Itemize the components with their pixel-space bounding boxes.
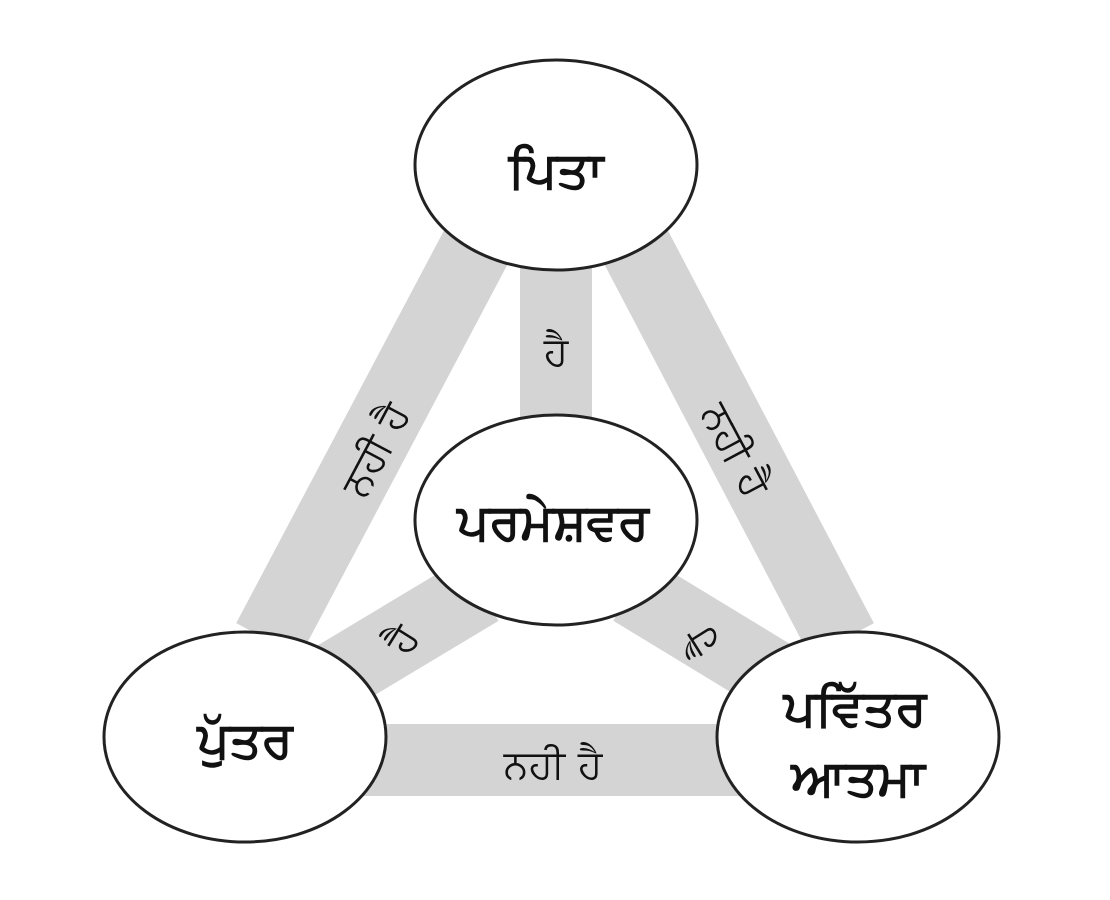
node-father [413, 58, 699, 272]
node-god [413, 413, 699, 627]
nodes [102, 58, 1001, 844]
node-spirit-label-line1: ਪਵਿੱਤਰ [782, 679, 929, 737]
band-god-son [311, 559, 499, 711]
node-father-label: ਪਿਤਾ [507, 141, 606, 199]
node-labels: ਪਿਤਾ ਪਰਮੇਸ਼ਵਰ ਪੁੱਤਰ ਪਵਿੱਤਰ ਆਤਮਾ [195, 141, 928, 807]
node-son-label: ਪੁੱਤਰ [195, 711, 294, 769]
label-son-spirit: ਨਹੀ ਹੈ [503, 742, 604, 788]
connector-bands [236, 213, 874, 796]
label-father-god: ਹੈ [543, 329, 570, 375]
band-father-son [236, 213, 517, 657]
node-spirit-label-line2: ਆਤਮਾ [789, 749, 927, 807]
band-father-spirit [595, 213, 874, 657]
node-spirit [715, 630, 1001, 844]
node-son [102, 630, 388, 844]
node-god-label: ਪਰਮੇਸ਼ਵਰ [455, 493, 651, 551]
